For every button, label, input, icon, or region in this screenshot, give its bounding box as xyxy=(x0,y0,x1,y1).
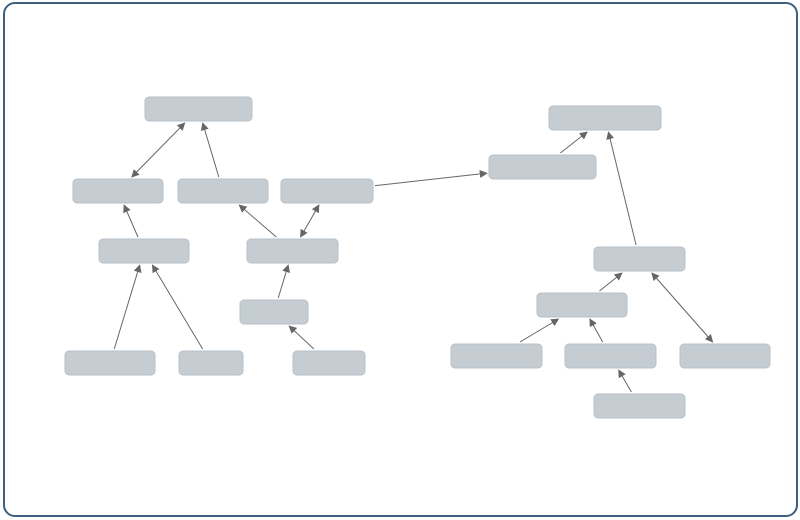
diagram-node-n9[interactable] xyxy=(178,350,244,376)
diagram-node-n18[interactable] xyxy=(593,393,686,419)
diagram-node-n7[interactable] xyxy=(239,299,309,325)
node-box xyxy=(536,292,628,318)
diagram-edge-n2-n1 xyxy=(131,122,186,178)
diagram-edge-n10-n7 xyxy=(288,325,315,350)
diagram-edge-n3-n1 xyxy=(200,122,220,178)
diagram-edge-n6-n4 xyxy=(300,204,320,238)
diagram-node-n12[interactable] xyxy=(488,154,597,180)
nodes-layer xyxy=(64,96,771,419)
node-box xyxy=(178,350,244,376)
diagram-edge-n4-n12 xyxy=(374,170,488,187)
node-box xyxy=(239,299,309,325)
diagram-node-n6[interactable] xyxy=(246,238,339,264)
diagram-edge-n14-n13 xyxy=(599,272,623,292)
diagram-node-n10[interactable] xyxy=(292,350,366,376)
node-box xyxy=(593,246,686,272)
diagram-node-n11[interactable] xyxy=(548,105,662,131)
node-box xyxy=(564,343,657,369)
diagram-edge-n13-n11 xyxy=(606,131,637,246)
diagram-node-n2[interactable] xyxy=(72,178,164,204)
node-box xyxy=(98,238,190,264)
diagram-node-n16[interactable] xyxy=(564,343,657,369)
diagram-node-n8[interactable] xyxy=(64,350,156,376)
node-box xyxy=(488,154,597,180)
node-box xyxy=(64,350,156,376)
diagram-edge-n6-n3 xyxy=(238,204,277,238)
node-box xyxy=(280,178,374,204)
diagram-edge-n18-n16 xyxy=(618,369,632,393)
diagram-edge-n15-n14 xyxy=(519,318,560,343)
diagram-node-n14[interactable] xyxy=(536,292,628,318)
diagram-node-n15[interactable] xyxy=(450,343,543,369)
node-box xyxy=(246,238,339,264)
node-box xyxy=(144,96,253,122)
node-box xyxy=(450,343,543,369)
diagram-edge-n8-n5 xyxy=(113,264,142,350)
diagram-edge-n16-n14 xyxy=(589,318,604,343)
diagram-edge-n12-n11 xyxy=(560,131,588,154)
diagram-node-n4[interactable] xyxy=(280,178,374,204)
diagram-edge-n9-n5 xyxy=(151,264,204,350)
node-box xyxy=(679,343,771,369)
diagram-edge-n13-n17 xyxy=(651,272,714,343)
diagram-edge-n5-n2 xyxy=(123,204,139,238)
diagram-node-n5[interactable] xyxy=(98,238,190,264)
diagram-node-n3[interactable] xyxy=(177,178,269,204)
diagram-node-n1[interactable] xyxy=(144,96,253,122)
node-box xyxy=(292,350,366,376)
diagram-node-n17[interactable] xyxy=(679,343,771,369)
edges-layer xyxy=(113,122,714,393)
diagram-node-n13[interactable] xyxy=(593,246,686,272)
node-box xyxy=(177,178,269,204)
node-box xyxy=(548,105,662,131)
node-box xyxy=(593,393,686,419)
diagram-edge-n7-n6 xyxy=(277,264,290,299)
node-box xyxy=(72,178,164,204)
